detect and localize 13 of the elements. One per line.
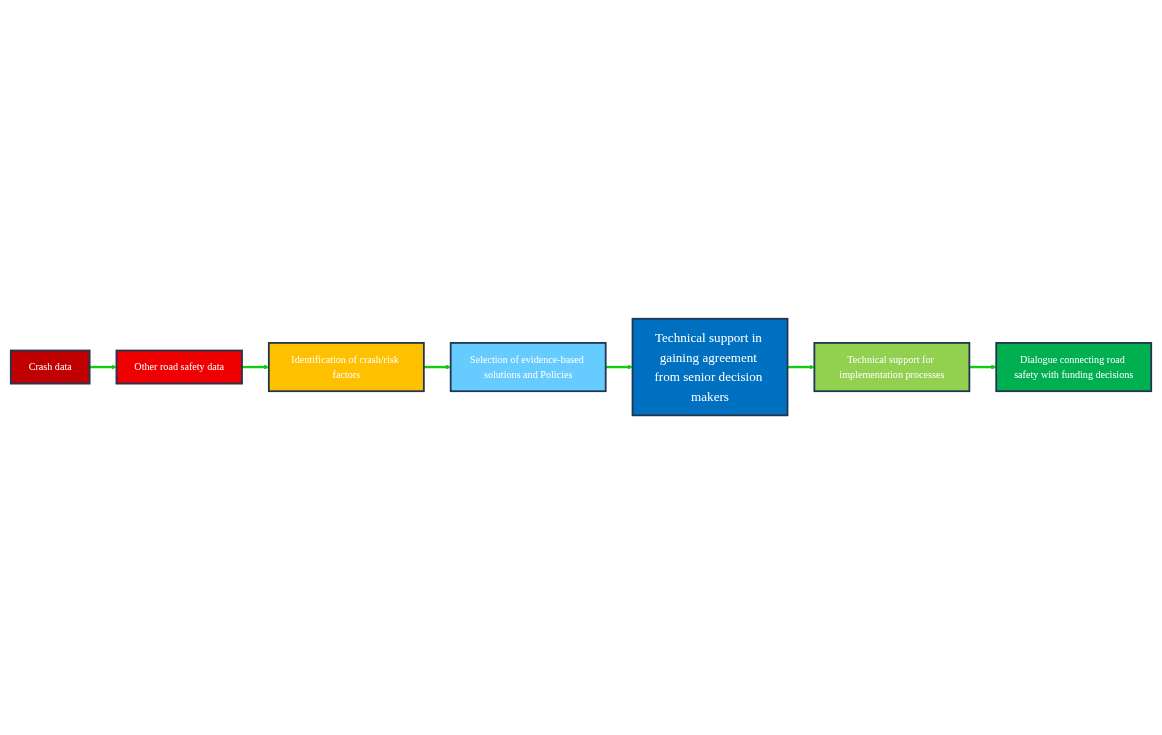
node-box [631,318,789,417]
node-box [449,342,607,393]
arrow [787,364,815,371]
flowchart: Crash data Other road safety data Identification of crash/risk factors Selection of evidence-based solutions and Policies Technical support in gaining agreement from senior decision makers Technical support for implementation processes Dialogue connecting road safety with funding decisions [6,314,1156,421]
arrow [89,364,117,371]
node-box [115,350,243,385]
node-box [9,350,91,385]
node-box [813,342,971,393]
arrow [969,364,997,371]
arrow [423,364,451,371]
node-box [267,342,425,393]
node-box [995,342,1153,393]
arrow [605,364,633,371]
